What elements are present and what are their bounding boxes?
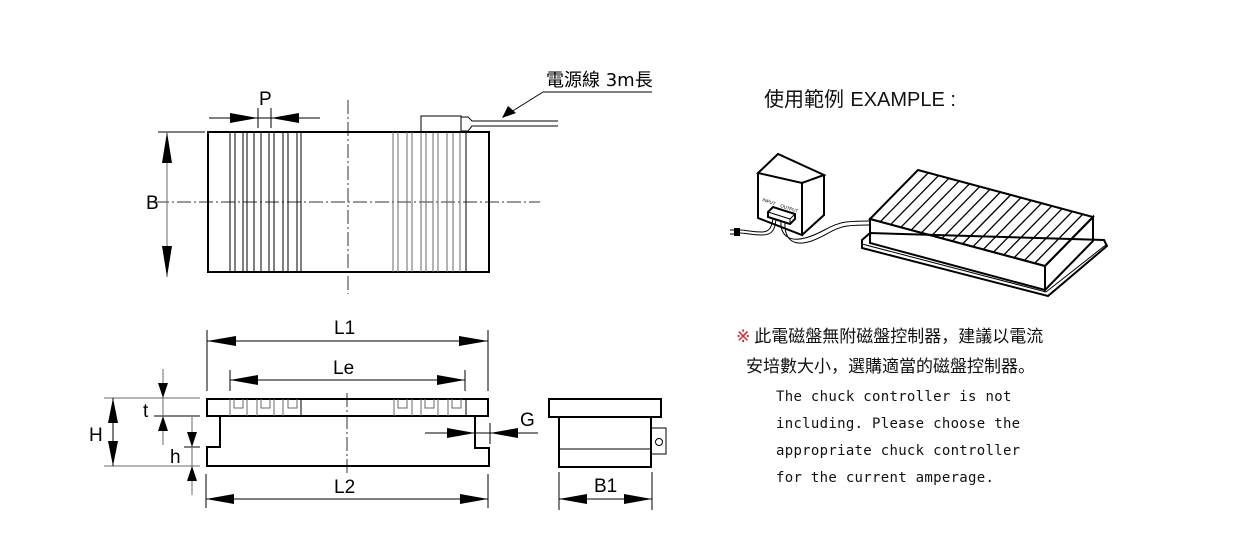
chuck-pole-stripe	[941, 188, 991, 239]
side-view: B1	[548, 398, 667, 510]
magnetic-chuck	[861, 168, 1109, 298]
dim-foot	[184, 417, 200, 495]
chuck-pole-stripe	[1013, 208, 1063, 259]
front-body-outline	[206, 416, 490, 467]
note-cjk-line-1: ※此電磁盤無附磁盤控制器，建議以電流	[736, 322, 1156, 352]
front-slots-left	[229, 399, 302, 416]
note-cjk-text-1: 此電磁盤無附磁盤控制器，建議以電流	[754, 327, 1044, 347]
dim-pitch-label: P	[259, 89, 272, 110]
front-top-plate	[206, 398, 489, 417]
example-title-cjk: 使用範例	[764, 87, 844, 111]
front-slots-right	[393, 399, 467, 416]
chuck-pole-stripe	[921, 183, 970, 234]
example-title-en: EXAMPLE :	[850, 89, 956, 111]
side-top-plate	[548, 398, 662, 418]
note-en-line: for the current amperage.	[776, 470, 995, 486]
dim-base-length	[205, 474, 489, 508]
chuck-pole-stripe	[879, 172, 929, 223]
note-cjk-text-2: 安培數大小，選購適當的磁盤控制器。	[746, 357, 1035, 377]
output-cable	[780, 220, 870, 244]
chuck-pole-stripe	[951, 191, 1001, 242]
cord-connector	[420, 115, 462, 133]
chuck-pole-stripe	[890, 175, 940, 225]
controller-input-label: INPUT	[762, 197, 777, 206]
dim-pitch	[209, 108, 320, 128]
chuck-pole-stripe	[1034, 213, 1084, 264]
chuck-pole-stripe	[1023, 211, 1073, 261]
dim-foot-label: h	[170, 447, 181, 468]
power-cord	[420, 115, 558, 133]
dim-gap-label: G	[520, 410, 535, 431]
note-en-line: The chuck controller is not	[776, 389, 1012, 405]
dim-width-label: B	[146, 193, 159, 214]
input-cable	[730, 217, 777, 236]
pole-stripes-right	[392, 132, 467, 272]
chuck-pole-stripe	[910, 180, 960, 231]
dim-top-plate	[154, 369, 200, 445]
dim-height	[104, 397, 200, 467]
dim-height-label: H	[89, 425, 103, 446]
controller-connector	[767, 205, 796, 226]
note-block: ※此電磁盤無附磁盤控制器，建議以電流 安培數大小，選購適當的磁盤控制器。 The…	[736, 322, 1156, 492]
note-en-line: including. Please choose the	[776, 416, 1021, 432]
note-en-line: appropriate chuck controller	[776, 443, 1021, 459]
example-illustration: INPUT OUTPUT	[730, 152, 1109, 298]
pole-stripes-left	[229, 132, 302, 272]
chuck-top-face	[868, 168, 1095, 268]
power-cord-leader	[502, 91, 652, 118]
dim-overall-length	[206, 330, 489, 391]
chuck-pole-stripe	[1003, 205, 1053, 256]
dim-base-width-label: B1	[594, 476, 617, 497]
dim-gap	[425, 423, 538, 444]
example-title: 使用範例 EXAMPLE :	[764, 83, 956, 112]
chuck-pole-stripe	[982, 199, 1032, 250]
dim-overall-length-label: L1	[334, 318, 355, 339]
side-connector-hole	[655, 438, 663, 446]
plug-icon	[734, 228, 740, 236]
dim-base-width	[558, 472, 653, 510]
reference-mark-icon: ※	[736, 327, 751, 347]
dim-top-plate-label: t	[143, 401, 149, 422]
chuck-pole-stripe	[972, 197, 1022, 248]
front-view: L1 Le L2 H	[89, 318, 538, 508]
dim-effective-length	[229, 370, 466, 391]
note-cjk-line-2: 安培數大小，選購適當的磁盤控制器。	[736, 352, 1156, 382]
side-body	[558, 416, 652, 468]
chuck-pole-stripe	[993, 202, 1042, 253]
dim-base-length-label: L2	[334, 477, 355, 498]
dim-width	[158, 131, 205, 277]
chuck-pole-stripe	[900, 177, 950, 228]
controller-output-label: OUTPUT	[780, 203, 799, 214]
chuck-top-outline	[207, 131, 490, 273]
dim-effective-length-label: Le	[333, 358, 354, 379]
power-cord-label: 電源線 3m長	[546, 70, 653, 91]
chuck-pole-stripes	[879, 172, 1084, 264]
side-connector	[650, 427, 667, 455]
chuck-pole-stripe	[962, 194, 1012, 245]
chuck-pole-stripe	[931, 186, 981, 237]
top-view: 電源線 3m長 P B	[146, 70, 653, 294]
controller-box: INPUT OUTPUT	[755, 152, 827, 237]
